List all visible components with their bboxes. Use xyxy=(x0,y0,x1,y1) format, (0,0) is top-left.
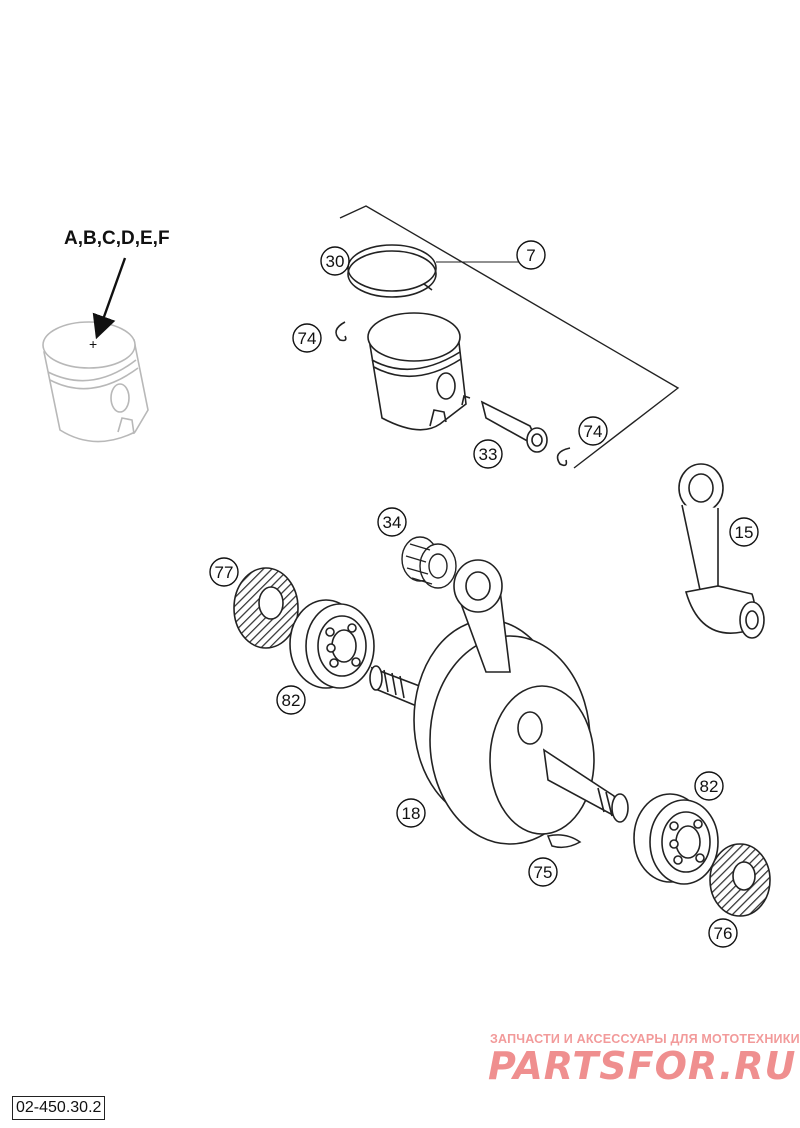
callout-34-label: 34 xyxy=(383,513,402,532)
callout-77-label: 77 xyxy=(215,563,234,582)
circlip-left-drawing xyxy=(335,321,347,342)
shaft-seal-left-drawing xyxy=(233,567,299,649)
callout-30: 30 xyxy=(320,246,350,276)
svg-text:+: + xyxy=(89,336,97,352)
callout-33-label: 33 xyxy=(479,445,498,464)
callout-18-label: 18 xyxy=(402,804,421,823)
callout-18: 18 xyxy=(396,798,426,828)
watermark-brand: PARTSFOR.RU xyxy=(488,1044,797,1088)
callout-75: 75 xyxy=(528,857,558,887)
callout-74-left: 74 xyxy=(292,323,322,353)
needle-bearing-drawing xyxy=(401,536,457,589)
piston-ring-drawing xyxy=(347,244,437,298)
callout-15: 15 xyxy=(729,517,759,547)
callout-75-label: 75 xyxy=(534,863,553,882)
ball-bearing-right-drawing xyxy=(633,793,719,885)
callout-76: 76 xyxy=(708,918,738,948)
crankshaft-drawing xyxy=(369,559,629,845)
callout-82-right-label: 82 xyxy=(700,777,719,796)
variant-arrow: + xyxy=(89,257,127,352)
assembly-bracket xyxy=(339,205,680,469)
variants-label: A,B,C,D,E,F xyxy=(64,228,170,249)
watermark-tagline: ЗАПЧАСТИ И АКСЕССУАРЫ ДЛЯ МОТОТЕХНИКИ xyxy=(490,1032,800,1046)
callout-7: 7 xyxy=(516,240,546,270)
circlip-right-drawing xyxy=(556,447,571,467)
callout-76-label: 76 xyxy=(714,924,733,943)
callout-7-label: 7 xyxy=(526,246,535,265)
callout-15-label: 15 xyxy=(735,523,754,542)
piston-drawing xyxy=(367,312,471,431)
shaft-seal-right-drawing xyxy=(709,843,771,917)
callout-30-label: 30 xyxy=(326,252,345,271)
callout-33: 33 xyxy=(473,439,503,469)
diagram-code: 02-450.30.2 xyxy=(12,1096,106,1120)
woodruff-key-drawing xyxy=(546,834,582,849)
callout-77: 77 xyxy=(209,557,239,587)
connecting-rod-drawing xyxy=(678,463,765,639)
callout-74-left-label: 74 xyxy=(298,329,317,348)
reference-piston-illustration xyxy=(42,321,149,443)
callout-82-left-label: 82 xyxy=(282,691,301,710)
callout-34: 34 xyxy=(377,507,407,537)
callout-74-right: 74 xyxy=(578,416,608,446)
piston-pin-drawing xyxy=(480,400,548,453)
callout-82-right: 82 xyxy=(694,771,724,801)
callout-82-left: 82 xyxy=(276,685,306,715)
callout-74-right-label: 74 xyxy=(584,422,603,441)
ball-bearing-left-drawing xyxy=(289,599,375,689)
